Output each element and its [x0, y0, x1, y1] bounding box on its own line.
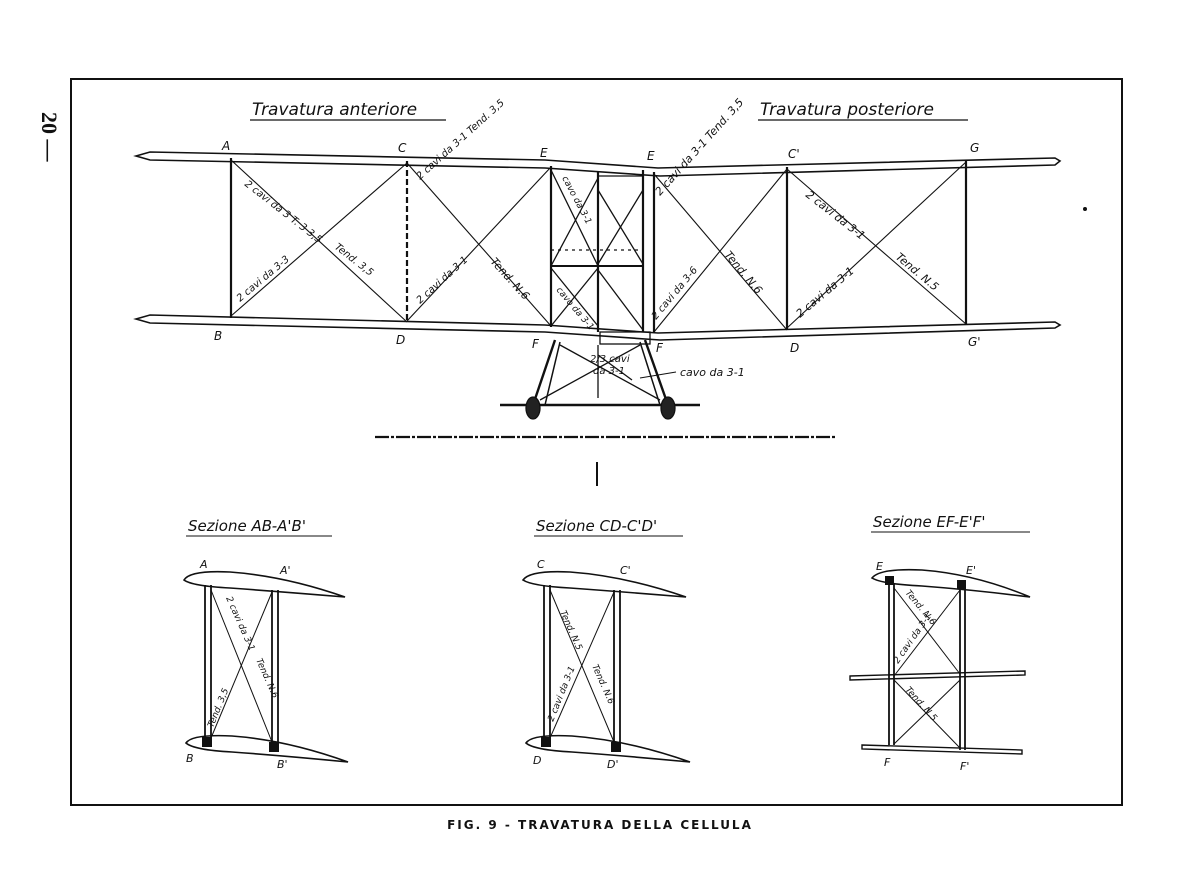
- section-ab: Sezione AB-A'B' A A' B B' 2 cavi da 3-1 …: [182, 517, 349, 771]
- section-ab-bottom-left: B: [186, 752, 194, 765]
- section-cd-title: Sezione CD-C'D': [536, 517, 657, 535]
- node-label-f2: F: [656, 341, 664, 355]
- bay3-tend-label: Tend. N.6: [722, 249, 765, 297]
- section-cd-wire-label-2: Tend. N.5: [557, 609, 583, 652]
- front-truss-title: Travatura anteriore: [252, 100, 417, 120]
- node-label-d: D: [396, 333, 405, 347]
- figure-frame: [70, 78, 1123, 806]
- bay2-upper-label: 2 cavi da 3-1 Tend. 3,5: [415, 98, 507, 183]
- undercarriage-label-1: 2/3 cavi: [590, 354, 630, 365]
- node-label-c2: C': [788, 147, 800, 161]
- section-ab-top-right: A': [279, 564, 291, 577]
- bay1-upper-label: 2 cavi da 3 T. 3 3,5: [242, 179, 324, 246]
- section-cd-top-right: C': [620, 564, 631, 577]
- section-ef-bottom-right: F': [960, 760, 969, 773]
- upper-wing: [133, 151, 1062, 177]
- bay-cross-bracing: [230, 159, 967, 333]
- section-cd-bottom-right: D': [607, 758, 619, 771]
- section-ab-wire-label-3: Tend. N.6: [253, 657, 279, 700]
- section-ef-title: Sezione EF-E'F': [873, 513, 986, 531]
- section-ef-bottom-left: F: [884, 756, 891, 769]
- section-ef: Sezione EF-E'F' E E' F F' 2 cavi da 3-1 …: [849, 513, 1031, 773]
- bay1-lower-label: 2 cavi da 3-3: [235, 254, 292, 304]
- section-cd-wire-label-3: 2 cavi da 3-1: [547, 665, 578, 723]
- bay3-lower-label: 2 cavi da 3-6: [650, 265, 700, 322]
- bay4-upper-label: 2 cavi da 3-1: [803, 188, 867, 242]
- section-cd-top-left: C: [537, 558, 545, 571]
- interplane-struts: [229, 158, 968, 333]
- undercarriage-label-2: da 3-1: [593, 366, 625, 377]
- section-cd: Sezione CD-C'D' C C' D D' Tend. N.6 Tend…: [521, 517, 691, 771]
- node-label-g: G: [970, 141, 979, 155]
- ink-speck: [1083, 207, 1087, 211]
- node-label-a: A: [221, 139, 230, 153]
- bay4-lower-label: 2 cavi da 3-1: [794, 264, 857, 320]
- section-ab-title: Sezione AB-A'B': [188, 517, 306, 535]
- section-ab-bottom-right: B': [277, 758, 288, 771]
- bay2-lower-label: 2 cavi da 3-1: [415, 255, 471, 307]
- figure-caption: FIG. 9 - TRAVATURA DELLA CELLULA: [447, 818, 753, 832]
- section-cd-wire-label-1: Tend. N.6: [589, 663, 615, 706]
- rear-truss-title: Travatura posteriore: [760, 100, 934, 120]
- section-ab-top-left: A: [199, 558, 208, 571]
- section-cd-bottom-left: D: [533, 754, 541, 767]
- undercarriage-cable-label: cavo da 3-1: [680, 366, 745, 379]
- undercarriage: [500, 339, 700, 420]
- lower-wing: [133, 314, 1062, 341]
- node-label-d2: D: [790, 341, 799, 355]
- cabane-section: [550, 169, 651, 345]
- section-ef-top-left: E: [876, 560, 883, 573]
- node-label-b: B: [214, 329, 222, 343]
- node-label-f: F: [532, 337, 540, 351]
- bay2-tend-label: Tend. N.6: [488, 255, 532, 302]
- bay3-upper-label: 2 cavi da 3-1 Tend. 3,5: [653, 96, 747, 198]
- node-label-c: C: [398, 141, 407, 155]
- section-ef-top-right: E': [966, 564, 976, 577]
- node-label-e2: E: [647, 149, 655, 163]
- node-label-g2: G': [968, 335, 981, 349]
- node-label-e: E: [540, 146, 548, 160]
- bay4-tend-label: Tend. N.5: [893, 250, 941, 293]
- section-ab-wire-label-1: 2 cavi da 3-1: [223, 595, 256, 653]
